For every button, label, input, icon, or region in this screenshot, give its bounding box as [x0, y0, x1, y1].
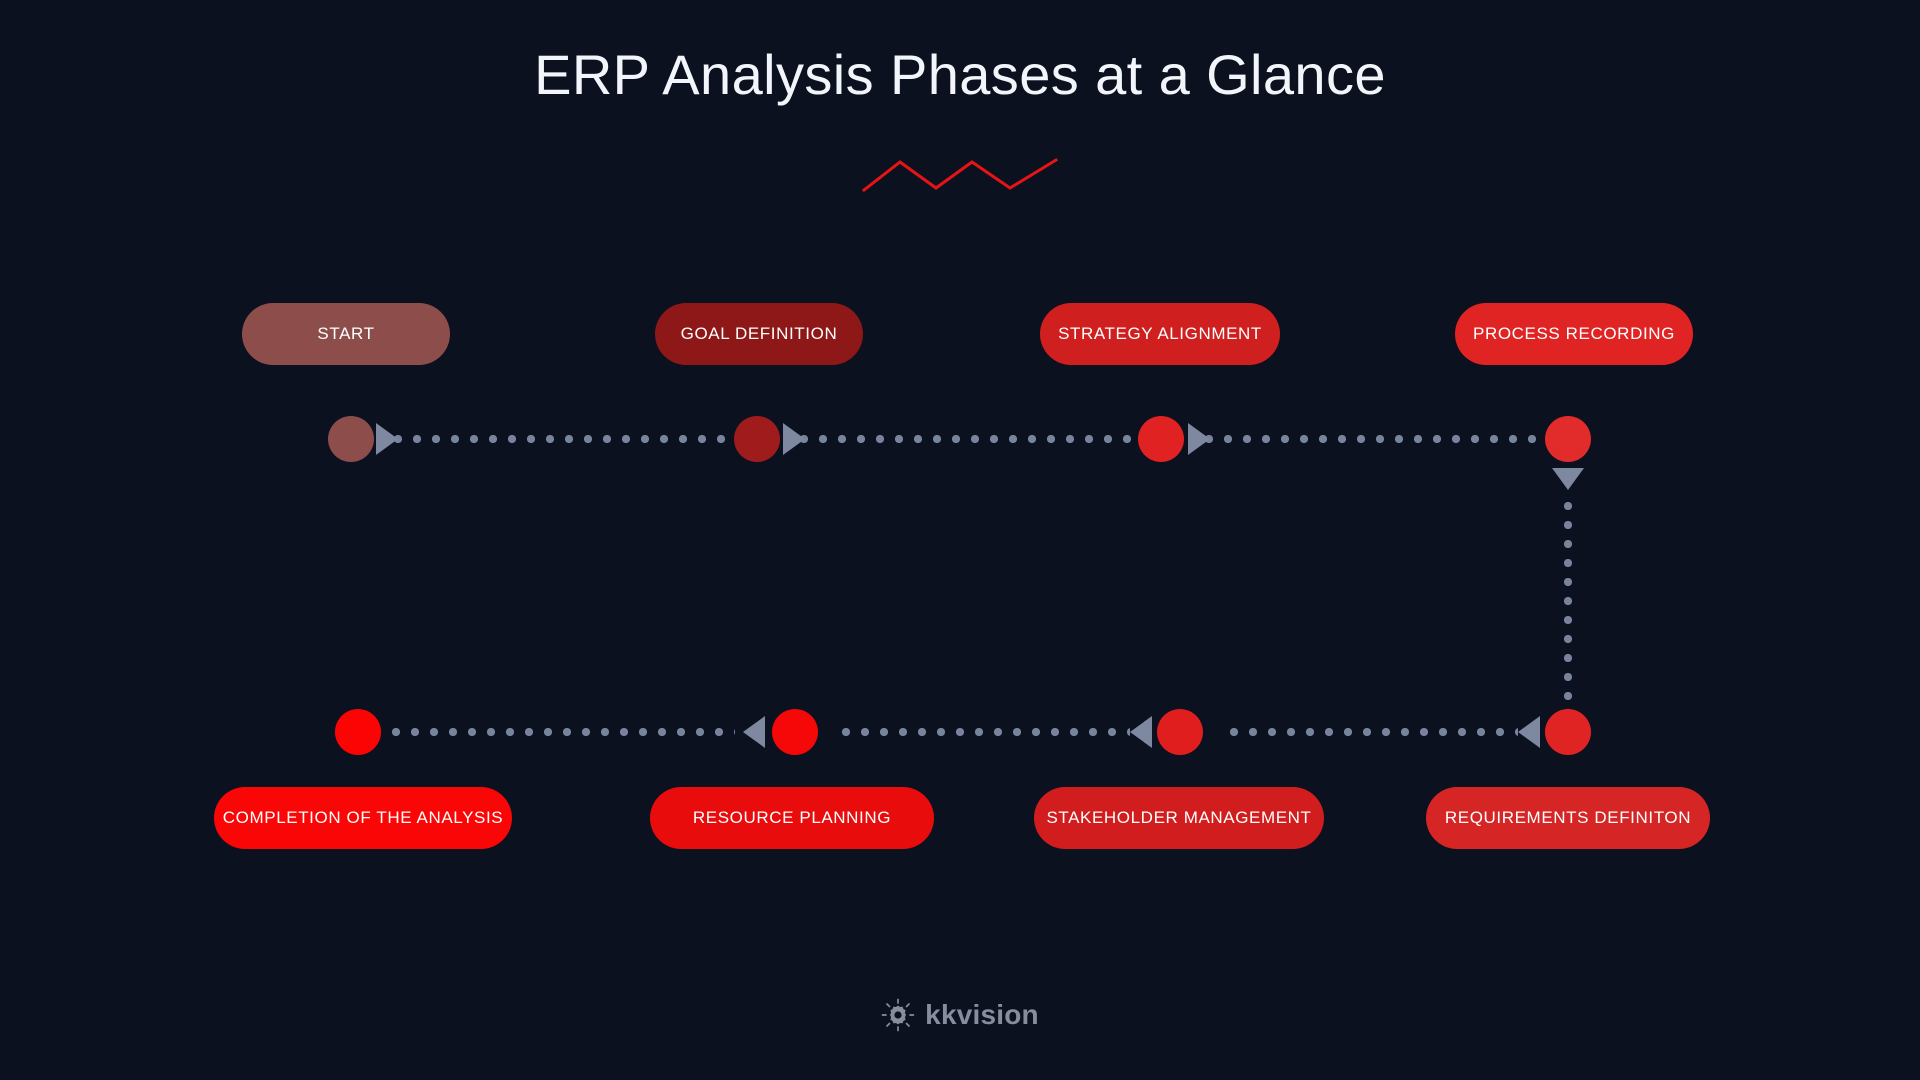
zigzag-icon: [861, 157, 1059, 193]
step-pill-goal-definition[interactable]: GOAL DEFINITION: [655, 303, 863, 365]
step-pill-start[interactable]: START: [242, 303, 450, 365]
arrow-left-icon: [1518, 716, 1540, 748]
arrow-right-icon: [376, 423, 398, 455]
step-pill-resource-planning[interactable]: RESOURCE PLANNING: [650, 787, 934, 849]
step-label: RESOURCE PLANNING: [692, 808, 892, 827]
connector-goal-to-strategy: [798, 435, 1166, 443]
connector-process-to-requirements: [1564, 500, 1572, 712]
connector-dots: [1203, 435, 1573, 443]
arrow-left-icon: [1130, 716, 1152, 748]
connector-strategy-to-process: [1203, 435, 1573, 443]
node-dot-requirements-definiton[interactable]: [1545, 709, 1591, 755]
step-pill-completion-of-the-analysis[interactable]: COMPLETION OF THE ANALYSIS: [214, 787, 512, 849]
node-dot-goal-definition[interactable]: [734, 416, 780, 462]
step-pill-stakeholder-management[interactable]: STAKEHOLDER MANAGEMENT: [1034, 787, 1324, 849]
gear-sun-icon: [881, 998, 915, 1032]
arrow-right-icon: [783, 423, 805, 455]
page-title: ERP Analysis Phases at a Glance: [534, 43, 1386, 106]
connector-dots: [1564, 500, 1572, 712]
connector-dots: [840, 728, 1130, 736]
connector-stakeholder-to-resource: [840, 728, 1130, 736]
connector-dots: [798, 435, 1166, 443]
step-pill-strategy-alignment[interactable]: STRATEGY ALIGNMENT: [1040, 303, 1280, 365]
node-dot-stakeholder-management[interactable]: [1157, 709, 1203, 755]
connector-dots: [1228, 728, 1518, 736]
node-dot-process-recording[interactable]: [1545, 416, 1591, 462]
step-label: START: [317, 324, 375, 343]
brand-footer: kkvision: [0, 998, 1920, 1032]
step-pill-process-recording[interactable]: PROCESS RECORDING: [1455, 303, 1693, 365]
connector-resource-to-completion: [390, 728, 735, 736]
arrow-right-icon: [1188, 423, 1210, 455]
step-label: REQUIREMENTS DEFINITON: [1444, 808, 1692, 827]
connector-start-to-goal: [392, 435, 762, 443]
connector-dots: [392, 435, 762, 443]
brand-name: kkvision: [925, 999, 1039, 1030]
step-label: COMPLETION OF THE ANALYSIS: [222, 808, 504, 827]
step-label: GOAL DEFINITION: [680, 324, 838, 343]
connector-requirements-to-stakeholder: [1228, 728, 1518, 736]
arrow-down-icon: [1552, 468, 1584, 490]
step-pill-requirements-definiton[interactable]: REQUIREMENTS DEFINITON: [1426, 787, 1710, 849]
node-dot-resource-planning[interactable]: [772, 709, 818, 755]
connector-dots: [390, 728, 735, 736]
node-dot-completion-of-the-analysis[interactable]: [335, 709, 381, 755]
arrow-left-icon: [743, 716, 765, 748]
node-dot-strategy-alignment[interactable]: [1138, 416, 1184, 462]
step-label: STRATEGY ALIGNMENT: [1058, 324, 1262, 343]
step-label: PROCESS RECORDING: [1473, 324, 1675, 343]
node-dot-start[interactable]: [328, 416, 374, 462]
step-label: STAKEHOLDER MANAGEMENT: [1046, 808, 1312, 827]
